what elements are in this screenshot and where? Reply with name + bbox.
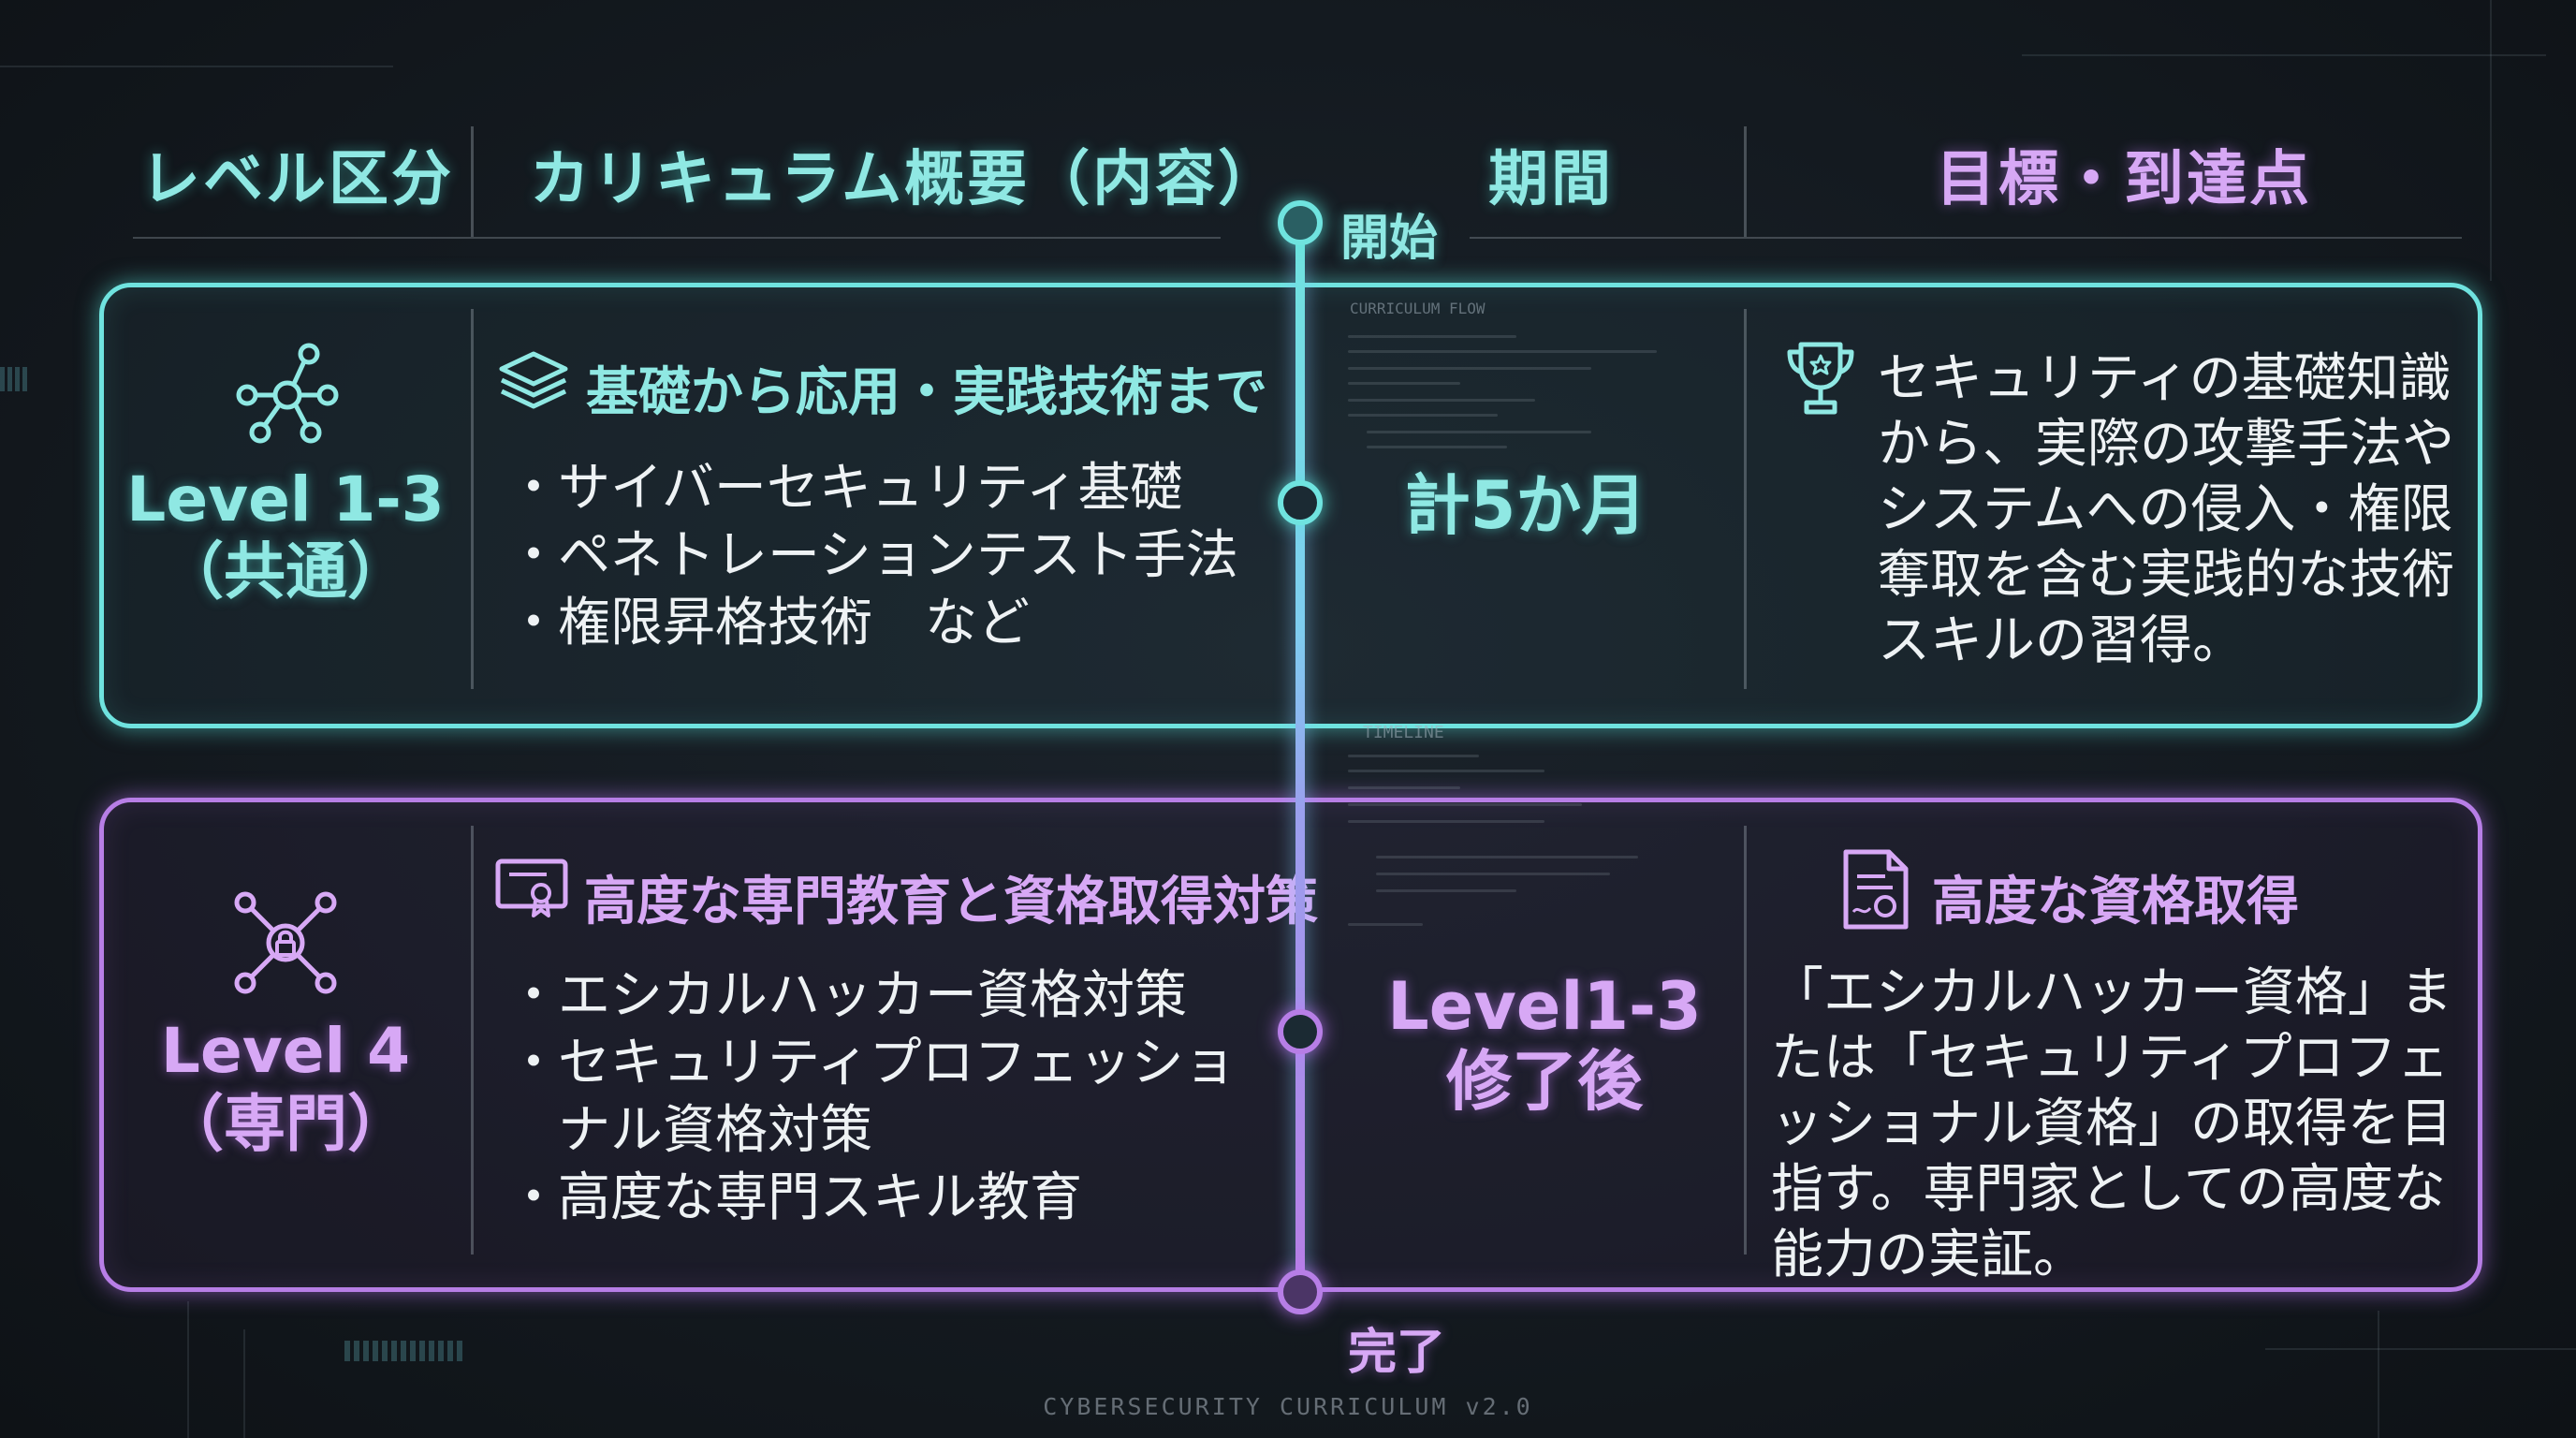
header-underline-left: [133, 237, 1221, 239]
code-line: [1348, 399, 1535, 402]
timeline-end-label: 完了: [1348, 1325, 1446, 1381]
circuit-trace-bottom-right-2: [2265, 1348, 2576, 1350]
code-line: [1367, 446, 1507, 448]
glitch-bar-left: [0, 367, 28, 391]
header-goal: 目標・到達点: [1936, 145, 2312, 214]
header-underline-right: [1470, 237, 2462, 239]
header-level: レベル区分: [140, 145, 454, 214]
header-separator-2: [1744, 126, 1747, 237]
network-nodes-icon: [236, 343, 339, 444]
curriculum-flow-tag: CURRICULUM FLOW: [1350, 300, 1486, 317]
code-line: [1348, 820, 1544, 823]
level-4-label: Level 4: [160, 1015, 411, 1087]
level-4-goal: 「エシカルハッカー資格」または「セキュリティプロフェッショナル資格」の取得を目指…: [1771, 962, 2452, 1285]
circuit-trace-top-left: [0, 66, 393, 67]
timeline-node-end: [1278, 1269, 1323, 1314]
code-line: [1348, 803, 1582, 806]
list-item: サイバーセキュリティ基礎: [507, 455, 1238, 522]
level-1-3-period: 計5か月: [1404, 467, 1647, 544]
code-line: [1348, 367, 1591, 370]
code-line: [1348, 770, 1544, 772]
header-curriculum: カリキュラム概要（内容）: [530, 145, 1281, 214]
list-item: セキュリティプロフェッショナル資格対策: [507, 1030, 1262, 1165]
glitch-bar: [344, 1341, 466, 1361]
circuit-trace-bottom-left-2: [243, 1329, 245, 1438]
level-4-sublabel: （専門）: [162, 1088, 409, 1160]
level-1-3-bullets: サイバーセキュリティ基礎 ペネトレーションテスト手法 権限昇格技術 など: [507, 455, 1238, 657]
panel1-separator-1: [471, 309, 474, 689]
network-lock-icon: [234, 891, 337, 994]
trophy-icon: [1787, 342, 1854, 415]
document-badge-icon: [1843, 849, 1909, 930]
header-period: 期間: [1488, 145, 1614, 214]
timeline-node-level-1-3: [1278, 480, 1323, 525]
level-4-title: 高度な専門教育と資格取得対策: [584, 872, 1318, 932]
code-line: [1348, 786, 1460, 789]
level-4-period: Level1-3: [1387, 968, 1702, 1045]
circuit-trace-bottom-left: [187, 1301, 189, 1438]
circuit-trace-right: [2490, 0, 2492, 281]
panel2-separator-1: [471, 826, 474, 1255]
timeline-tag: TIMELINE: [1363, 723, 1444, 742]
code-line: [1348, 350, 1657, 353]
list-item: エシカルハッカー資格対策: [507, 962, 1262, 1030]
code-line: [1348, 335, 1516, 338]
code-line: [1348, 755, 1479, 757]
timeline-node-start: [1278, 200, 1323, 245]
level-1-3-sublabel: （共通）: [162, 536, 409, 608]
code-line: [1367, 431, 1591, 433]
header-separator-1: [471, 126, 474, 237]
level-4-bullets: エシカルハッカー資格対策 セキュリティプロフェッショナル資格対策 高度な専門スキ…: [507, 962, 1262, 1232]
level-1-3-goal: セキュリティの基礎知識から、実際の攻撃手法やシステムへの侵入・権限奪取を含む実践…: [1878, 348, 2454, 671]
list-item: 高度な専門スキル教育: [507, 1165, 1262, 1232]
level-4-period-sub: 修了後: [1446, 1043, 1643, 1120]
level-1-3-label: Level 1-3: [126, 463, 445, 536]
code-line: [1348, 414, 1498, 417]
books-stack-icon: [499, 351, 568, 409]
timeline-line: [1295, 223, 1305, 1292]
footer-version: CYBERSECURITY CURRICULUM v2.0: [1043, 1393, 1533, 1420]
list-item: ペネトレーションテスト手法: [507, 522, 1238, 590]
code-line: [1348, 923, 1423, 926]
circuit-trace-top-right: [2022, 54, 2546, 56]
level-1-3-title: 基礎から応用・実践技術まで: [586, 362, 1267, 423]
timeline-start-label: 開始: [1340, 211, 1439, 267]
code-line: [1376, 889, 1516, 892]
certificate-icon: [495, 858, 568, 917]
circuit-trace-bottom-right: [2378, 1311, 2379, 1438]
code-line: [1348, 382, 1460, 385]
timeline-node-level-4: [1278, 1009, 1323, 1054]
code-line: [1376, 856, 1638, 858]
panel2-separator-2: [1744, 826, 1747, 1255]
list-item: 権限昇格技術 など: [507, 590, 1238, 657]
panel1-separator-2: [1744, 309, 1747, 689]
code-line: [1376, 873, 1610, 875]
level-4-goal-title: 高度な資格取得: [1932, 872, 2299, 932]
